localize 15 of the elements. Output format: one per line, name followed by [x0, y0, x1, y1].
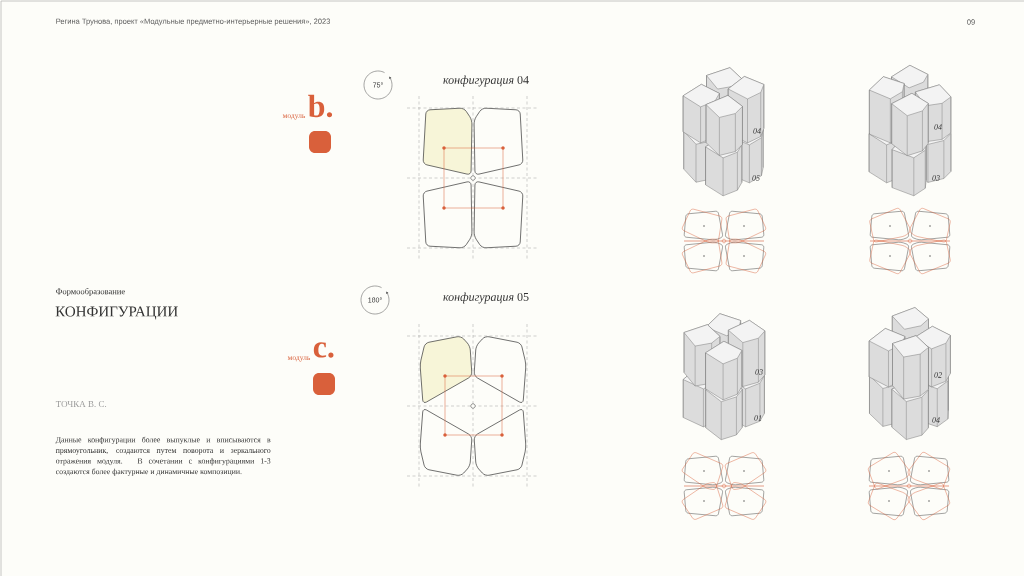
module-number: 03 [755, 369, 763, 375]
author-name: ТОЧКА В. С. [55, 400, 107, 408]
module-number: 02 [934, 372, 942, 378]
module-number: 04 [932, 417, 940, 423]
module-number: 03 [932, 175, 940, 181]
configuration-title: конфигурация 05 [443, 292, 529, 304]
module-number: 01 [754, 415, 762, 421]
module-number: 05 [752, 175, 760, 181]
letter-mark: c. [313, 342, 334, 358]
subtitle: Формообразование [56, 288, 125, 296]
module-number: 04 [753, 128, 761, 134]
heading: КОНФИГУРАЦИИ [55, 306, 178, 320]
module-number: 04 [934, 124, 942, 130]
configuration-title: конфигурация 04 [443, 75, 529, 87]
letter-mark: b. [308, 94, 333, 118]
